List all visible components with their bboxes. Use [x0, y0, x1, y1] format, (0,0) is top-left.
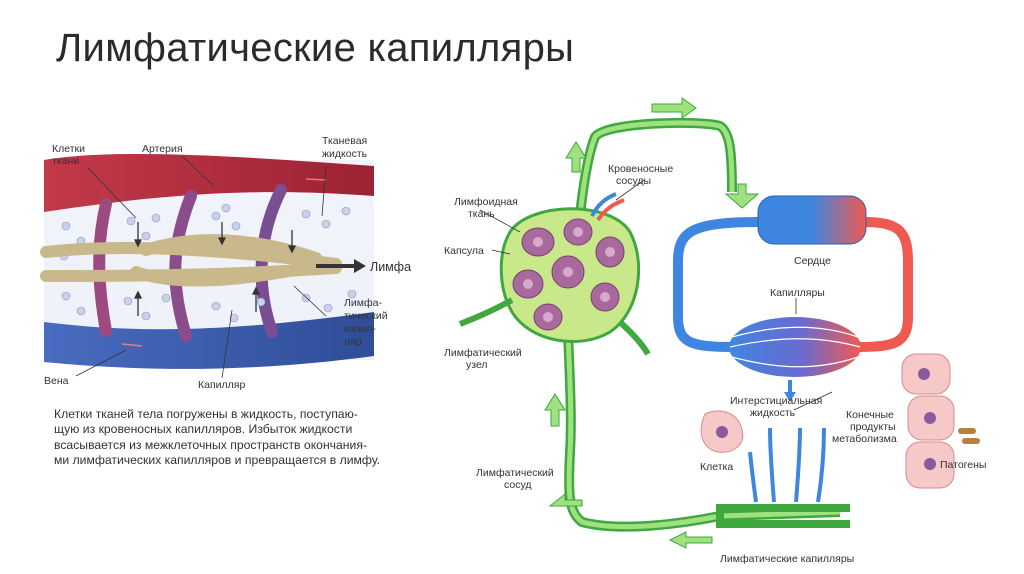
pathogens: [958, 428, 980, 444]
label-end-products-3: метаболизма: [832, 433, 897, 445]
label-lymph-vessel-2: сосуд: [504, 479, 532, 491]
afferent-lymph-vessels: [458, 297, 651, 356]
label-lymphoid-tissue-2: ткань: [468, 208, 495, 220]
label-capillaries: Капилляры: [770, 287, 825, 299]
label-end-products-2: продукты: [850, 421, 896, 433]
blood-vessel-blue: [590, 192, 617, 217]
label-lymph-cap-4: ляр: [344, 336, 362, 348]
fluid-arrows: [133, 222, 297, 316]
label-interstitial-2: жидкость: [750, 407, 796, 419]
blue-arrowheads: [784, 392, 796, 402]
cell-left: [700, 410, 744, 453]
label-capsule: Капсула: [444, 245, 484, 257]
caption-line: ми лимфатических капилляров и превращает…: [54, 453, 381, 468]
blood-vessel-red: [596, 198, 625, 222]
label-lymph-node-2: узел: [466, 359, 488, 371]
caption-line: Клетки тканей тела погружены в жидкость,…: [54, 407, 358, 421]
lymph-node: [499, 207, 641, 344]
label-vein: Вена: [44, 375, 69, 387]
caption-line: щую из кровеносных капилляров. Избыток ж…: [54, 422, 353, 437]
label-heart: Сердце: [794, 255, 831, 267]
lymph-circulation-diagram: Кровеносные сосуды Лимфоидная ткань Капс…: [444, 97, 986, 565]
slide-title: Лимфатические капилляры: [56, 26, 575, 70]
label-tissue-fluid-1: Тканевая: [322, 135, 367, 147]
label-lymph-vessel-1: Лимфатический: [476, 467, 554, 479]
label-blood-vessels-1: Кровеносные: [608, 163, 673, 175]
label-lymph-node-1: Лимфатический: [444, 347, 522, 359]
vein: [44, 312, 374, 369]
capillary-bed: [729, 317, 861, 377]
blood-circulation: [673, 217, 913, 352]
tissue-cells: [59, 203, 357, 323]
blood-flow-arrows: [121, 178, 327, 347]
label-tissue-cells-1: Клетки: [52, 143, 85, 155]
heart: [757, 195, 867, 245]
lymphatic-capillary: [40, 234, 342, 287]
lymph-arrowhead: [354, 259, 366, 273]
label-artery: Артерия: [142, 143, 183, 155]
left-caption: Клетки тканей тела погружены в жидкость,…: [54, 407, 410, 469]
label-lymph-cap-3: капил-: [344, 323, 376, 335]
label-interstitial-1: Интерстициальная: [730, 395, 822, 407]
label-cell: Клетка: [700, 461, 733, 473]
flow-arrows-green: [544, 97, 760, 549]
label-lymph: Лимфа: [370, 260, 411, 274]
caption-line: всасывается из межклеточных пространств …: [54, 437, 367, 452]
artery: [44, 153, 374, 212]
lymph-capillary-end: [716, 504, 850, 528]
label-lymph-cap-2: тический: [344, 310, 388, 322]
label-leaders-right: [479, 179, 833, 411]
label-lymph-cap-1: Лимфа-: [344, 297, 382, 309]
label-end-products-1: Конечные: [846, 409, 894, 421]
label-tissue-cells-2: ткани: [52, 155, 79, 167]
label-capillary: Капилляр: [198, 379, 245, 391]
tissue-capillary-diagram: Клетки ткани Артерия Тканевая жидкость Л…: [40, 135, 411, 391]
label-pathogens: Патогены: [940, 459, 986, 471]
cell-nuclei: [918, 368, 936, 470]
label-blood-vessels-2: сосуды: [616, 175, 651, 187]
fluid-flow-arrows: [748, 380, 826, 503]
capillary-lines: [729, 326, 861, 368]
label-tissue-fluid-2: жидкость: [322, 148, 368, 160]
label-lymph-capillaries: Лимфатические капилляры: [720, 553, 854, 565]
label-leaders: [75, 155, 327, 379]
label-lymphoid-tissue-1: Лимфоидная: [454, 196, 518, 208]
